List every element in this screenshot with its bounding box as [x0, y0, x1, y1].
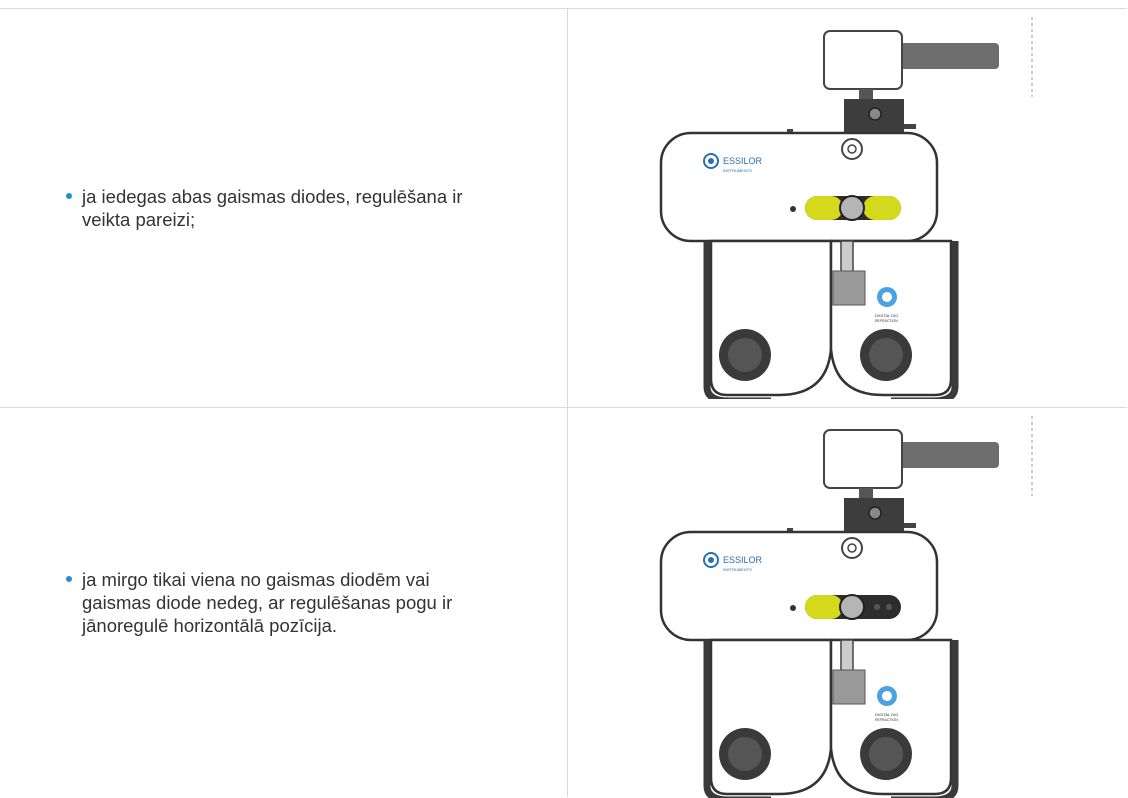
badge-text: DIGITAL DIO — [875, 313, 898, 318]
list-item: ja mirgo tikai viena no gaismas diodēm v… — [0, 568, 486, 637]
support-arm — [889, 442, 999, 468]
brand-subtitle: INSTRUMENTS — [723, 567, 752, 572]
badge-text: DIGITAL DIO — [875, 712, 898, 717]
text-cell: ja mirgo tikai viena no gaismas diodēm v… — [0, 408, 568, 797]
phoropter-illustration: ESSILOR INSTRUMENTS DIGITAL DIO — [659, 17, 1033, 399]
left-led-on — [805, 196, 843, 220]
main-body — [659, 131, 939, 243]
brand-subtitle: INSTRUMENTS — [723, 168, 752, 173]
adjustment-knob — [839, 594, 865, 620]
main-body — [659, 530, 939, 642]
lock-knob-icon — [868, 506, 882, 520]
left-led-on — [805, 595, 843, 619]
right-led-off — [874, 604, 880, 610]
instruction-table: ja iedegas abas gaismas diodes, regulēša… — [0, 8, 1127, 798]
table-row: ja iedegas abas gaismas diodes, regulēša… — [0, 9, 1127, 408]
image-cell: ESSILOR INSTRUMENTS DIGITAL DIO — [569, 9, 1127, 407]
brand-name: ESSILOR — [723, 156, 763, 166]
image-cell: ESSILOR INSTRUMENTS DIGITAL DIO — [569, 408, 1127, 798]
badge-subtext: REFRACTION — [875, 718, 898, 722]
bullet-icon — [66, 193, 72, 199]
brand-name: ESSILOR — [723, 555, 763, 565]
instruction-text: ja mirgo tikai viena no gaismas diodēm v… — [82, 569, 453, 636]
badge-subtext: REFRACTION — [875, 319, 898, 323]
right-led-on — [863, 196, 901, 220]
support-arm — [889, 43, 999, 69]
list-item: ja iedegas abas gaismas diodes, regulēša… — [0, 185, 486, 231]
phoropter-illustration: ESSILOR INSTRUMENTS DIGITAL DIO — [659, 416, 1033, 798]
text-cell: ja iedegas abas gaismas diodes, regulēša… — [0, 9, 568, 407]
lock-knob-icon — [868, 107, 882, 121]
instruction-text: ja iedegas abas gaismas diodes, regulēša… — [82, 186, 463, 230]
top-housing — [823, 429, 903, 489]
bullet-icon — [66, 576, 72, 582]
adjustment-knob — [839, 195, 865, 221]
top-housing — [823, 30, 903, 90]
table-row: ja mirgo tikai viena no gaismas diodēm v… — [0, 408, 1127, 798]
